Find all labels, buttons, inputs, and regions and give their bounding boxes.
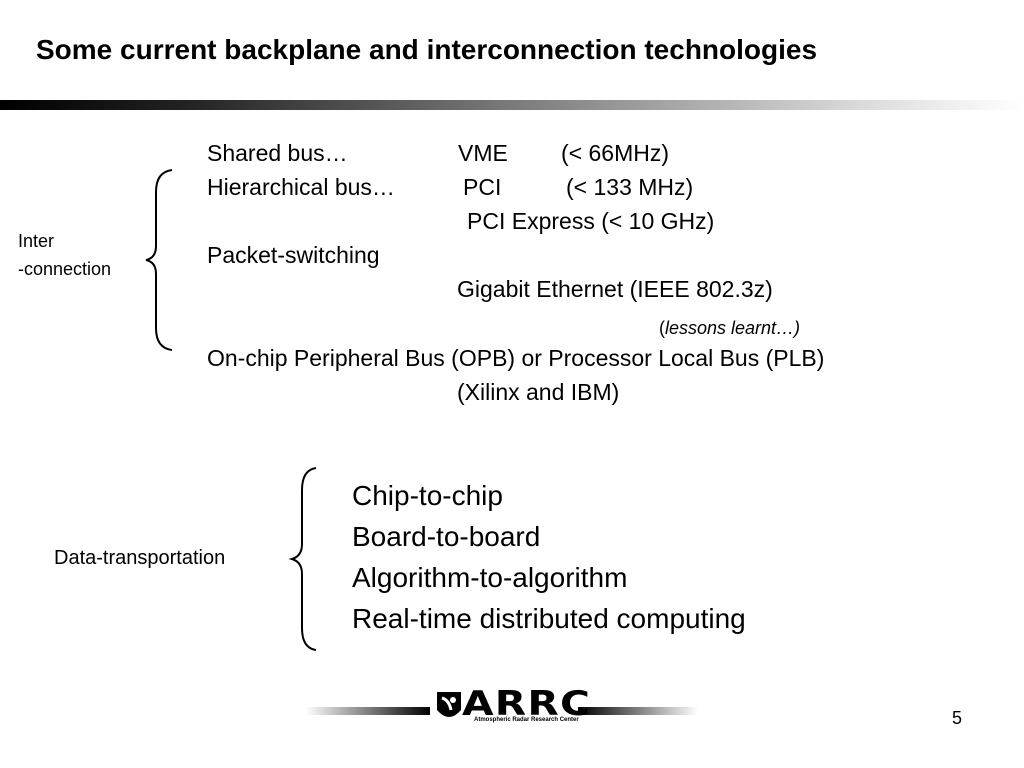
slide-title: Some current backplane and interconnecti… xyxy=(36,34,818,65)
transport-item-realtime: Real-time distributed computing xyxy=(352,603,746,634)
shared-bus-speed: (< 66MHz) xyxy=(561,140,669,166)
data-transportation-brace xyxy=(288,467,317,651)
title-underline xyxy=(0,100,1024,110)
transport-item-board: Board-to-board xyxy=(352,521,541,552)
logo-subtitle: Atmospheric Radar Research Center xyxy=(474,717,579,723)
hierarchical-bus-text: Hierarchical bus… xyxy=(207,174,395,200)
pci-express-text: PCI Express (< 10 GHz) xyxy=(467,208,715,234)
packet-switching-text: Packet-switching xyxy=(207,242,380,268)
lessons-open-paren: ( xyxy=(659,318,665,338)
lessons-learnt-text: lessons learnt…) xyxy=(665,318,801,338)
footer-line-left xyxy=(305,707,430,715)
transport-item-chip: Chip-to-chip xyxy=(352,480,503,511)
footer-line-right xyxy=(578,707,698,715)
lessons-learnt-note: (lessons learnt…) xyxy=(659,318,800,339)
shared-bus-tech: VME xyxy=(458,140,508,166)
hierarchical-bus-speed: (< 133 MHz) xyxy=(566,174,694,200)
hierarchical-bus-tech: PCI xyxy=(463,174,502,200)
logo-wordmark: ARRC xyxy=(462,684,592,724)
interconnection-label-line2: -connection xyxy=(18,259,112,279)
gigabit-ethernet-text: Gigabit Ethernet (IEEE 802.3z) xyxy=(457,276,773,302)
onchip-bus-text: On-chip Peripheral Bus (OPB) or Processo… xyxy=(207,345,825,371)
shared-bus-text: Shared bus… xyxy=(207,140,348,166)
page-number: 5 xyxy=(952,708,963,728)
data-transportation-label: Data-transportation xyxy=(54,547,226,569)
xilinx-ibm-text: (Xilinx and IBM) xyxy=(457,379,620,405)
radar-emblem-icon xyxy=(437,692,461,717)
interconnection-label-line1: Inter xyxy=(18,231,55,251)
transport-item-algorithm: Algorithm-to-algorithm xyxy=(352,562,628,593)
interconnection-brace xyxy=(145,169,173,351)
